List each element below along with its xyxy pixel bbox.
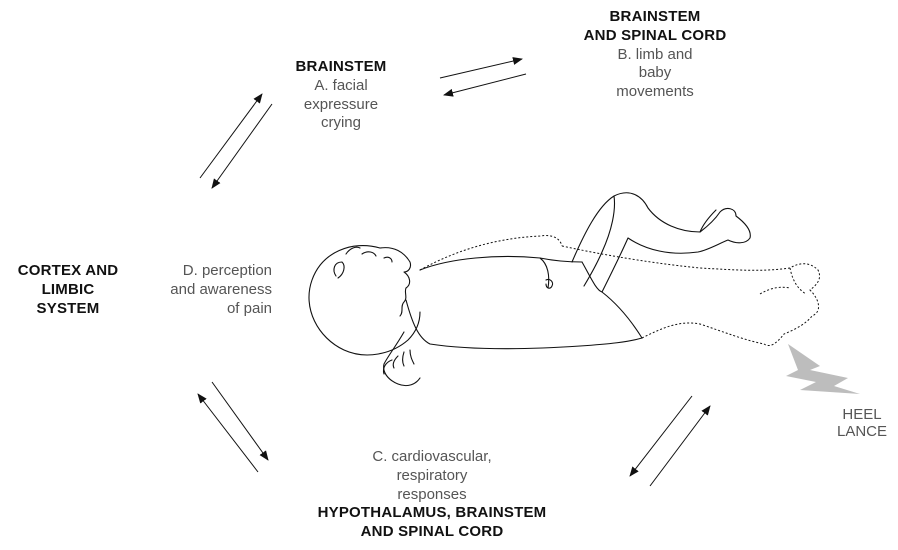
baby-illustration xyxy=(309,193,750,386)
node-a-response-line-3: crying xyxy=(276,114,406,133)
node-c-region-line-1: HYPOTHALAMUS, BRAINSTEM xyxy=(312,504,552,523)
node-b-region-line-1: BRAINSTEM xyxy=(560,8,750,27)
node-d-region-line-1: CORTEX AND xyxy=(4,262,132,281)
arrow-pair-c-b xyxy=(630,396,710,486)
node-a: BRAINSTEM A. facial expressure crying xyxy=(276,58,406,133)
node-b-response-line-1: B. limb and xyxy=(560,46,750,65)
node-c-response-line-1: C. cardiovascular, xyxy=(312,448,552,467)
node-d-region-line-2: LIMBIC xyxy=(4,281,132,300)
node-d-response-line-1: D. perception xyxy=(140,262,272,281)
arrow-pair-d-a xyxy=(200,94,272,188)
node-b-region-line-2: AND SPINAL CORD xyxy=(560,27,750,46)
baby-leg-extended-outline xyxy=(420,235,820,345)
heel-lance-line-1: HEEL xyxy=(826,406,898,423)
node-b: BRAINSTEM AND SPINAL CORD B. limb and ba… xyxy=(560,8,750,102)
node-b-response-line-3: movements xyxy=(560,83,750,102)
node-c-response-line-2: respiratory xyxy=(312,467,552,486)
node-d-region-line-3: SYSTEM xyxy=(4,300,132,319)
node-a-response-line-1: A. facial xyxy=(276,77,406,96)
node-a-response-line-2: expressure xyxy=(276,96,406,115)
node-b-response-line-2: baby xyxy=(560,64,750,83)
node-d-region: CORTEX AND LIMBIC SYSTEM xyxy=(4,262,132,318)
heel-lance-label: HEEL LANCE xyxy=(826,406,898,441)
node-d-response-line-2: and awareness xyxy=(140,281,272,300)
node-c-response-line-3: responses xyxy=(312,486,552,505)
arrow-pair-a-b xyxy=(440,59,526,95)
node-d-response-line-3: of pain xyxy=(140,300,272,319)
node-c: C. cardiovascular, respiratory responses… xyxy=(312,448,552,542)
lightning-icon xyxy=(786,344,860,394)
node-a-region: BRAINSTEM xyxy=(276,58,406,77)
heel-lance-line-2: LANCE xyxy=(826,423,898,440)
arrow-pair-d-c xyxy=(198,382,268,472)
node-c-region-line-2: AND SPINAL CORD xyxy=(312,523,552,542)
node-d-response: D. perception and awareness of pain xyxy=(140,262,272,318)
